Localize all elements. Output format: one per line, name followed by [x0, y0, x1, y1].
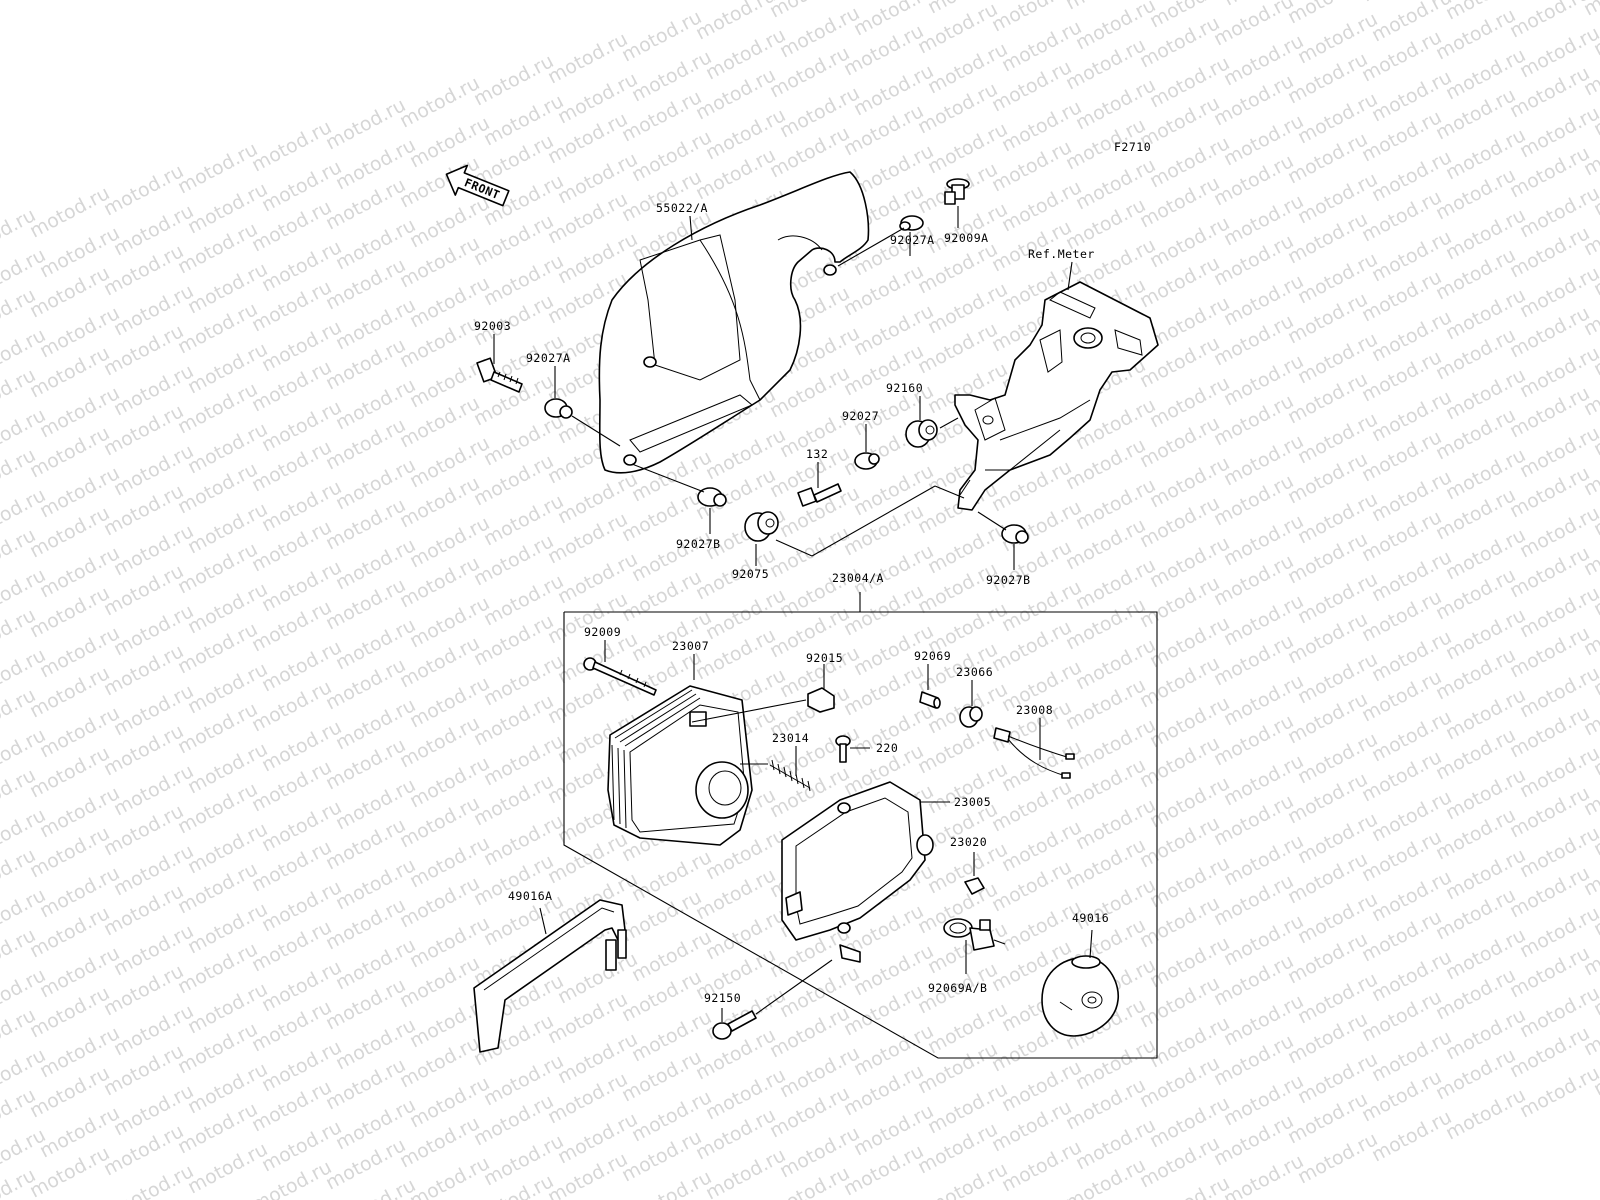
label-132: 132	[806, 447, 828, 461]
label-23007: 23007	[672, 639, 709, 653]
grommet-92027B-right	[1001, 524, 1029, 544]
label-ref-meter: Ref.Meter	[1028, 247, 1095, 261]
label-92027B-right: 92027B	[986, 573, 1031, 587]
label-92015: 92015	[806, 651, 843, 665]
bolt-132	[797, 483, 842, 507]
collar-92027	[854, 452, 880, 470]
label-92150: 92150	[704, 991, 741, 1005]
adjuster-92015	[807, 687, 835, 713]
grommet-92027A-left	[544, 398, 573, 419]
label-23014: 23014	[772, 731, 809, 745]
dust-cover-49016	[1041, 955, 1119, 1037]
label-55022A: 55022/A	[656, 201, 708, 215]
watermark-text: motod.ru	[840, 1140, 927, 1200]
socket-23008	[993, 727, 1075, 779]
label-23005: 23005	[954, 795, 991, 809]
label-92027A-top: 92027A	[890, 233, 935, 247]
bolt-92009A	[944, 178, 970, 205]
label-92027A-left: 92027A	[526, 351, 571, 365]
label-49016: 49016	[1072, 911, 1109, 925]
grommet-92027A-top	[899, 215, 924, 231]
figure-code: F2710	[1114, 140, 1151, 154]
grommet-23066	[959, 706, 983, 728]
label-220: 220	[876, 741, 898, 755]
bolt-92009	[583, 657, 657, 696]
bolt-92003	[476, 357, 523, 393]
grommet-92075	[744, 511, 779, 542]
label-92075: 92075	[732, 567, 769, 581]
assembly-frame	[563, 611, 1158, 1059]
bulb-92069AB	[943, 918, 1006, 951]
front-arrow: FRONT	[445, 164, 510, 207]
socket-92069	[919, 691, 941, 709]
spring-23014	[769, 759, 811, 792]
label-49016A: 49016A	[508, 889, 553, 903]
label-92009: 92009	[584, 625, 621, 639]
watermark-text: motod.ru	[1580, 0, 1600, 20]
grommet-92027B-left	[697, 487, 727, 507]
trim-49016A	[473, 899, 627, 1053]
headlight-cowl	[598, 171, 870, 474]
headlight-unit	[607, 685, 753, 846]
label-92027B-left: 92027B	[676, 537, 721, 551]
headlight-rim	[781, 781, 934, 963]
label-23020: 23020	[950, 835, 987, 849]
label-23008: 23008	[1016, 703, 1053, 717]
label-23066: 23066	[956, 665, 993, 679]
label-23004A: 23004/A	[832, 571, 884, 585]
label-92009A: 92009A	[944, 231, 989, 245]
grommet-92160	[905, 419, 938, 448]
meter-bracket	[954, 281, 1159, 511]
label-92003: 92003	[474, 319, 511, 333]
label-92069: 92069	[914, 649, 951, 663]
label-92160: 92160	[886, 381, 923, 395]
screw-220	[835, 735, 851, 763]
clip-23020	[964, 877, 985, 895]
bolt-92150	[712, 1010, 757, 1040]
label-92069AB: 92069A/B	[928, 981, 987, 995]
label-92027: 92027	[842, 409, 879, 423]
